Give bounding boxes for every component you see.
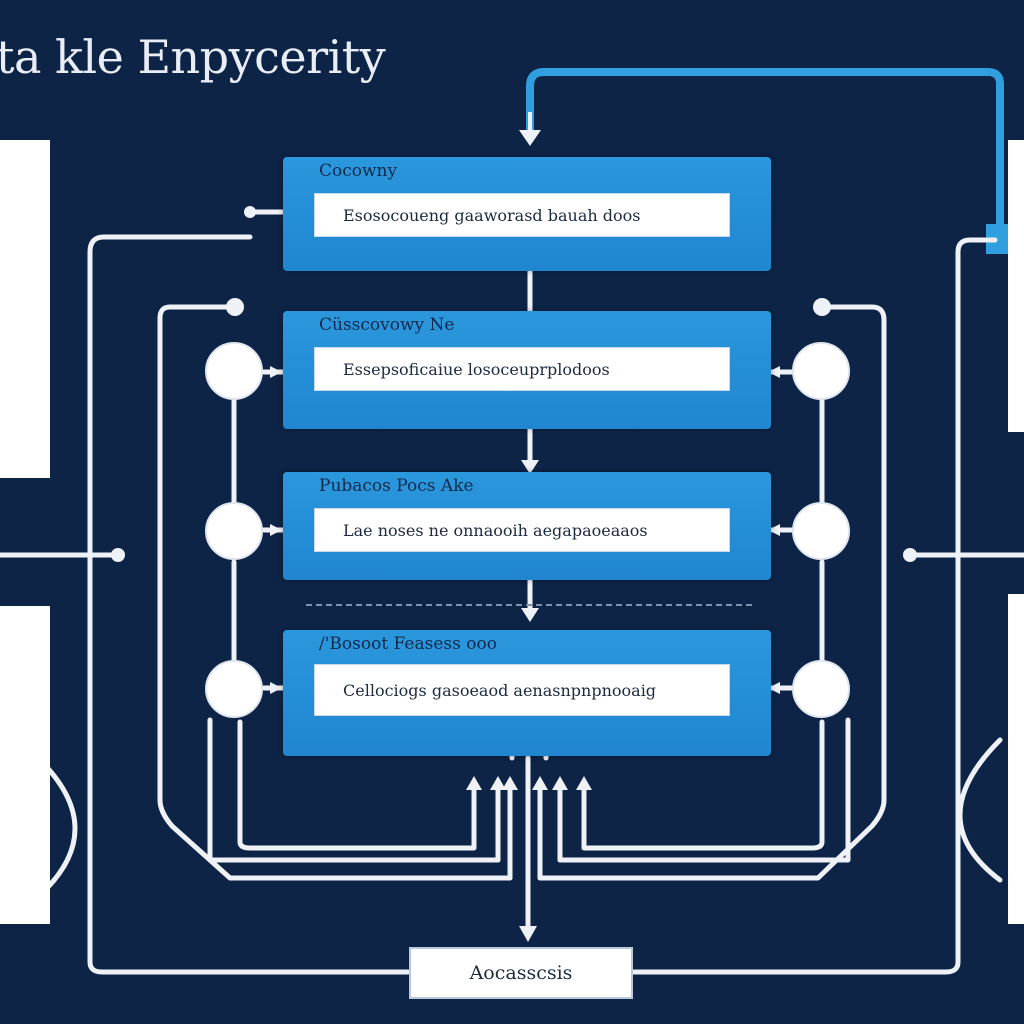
stage-header: Cüsscovowy Ne	[319, 315, 455, 335]
right-inner-bus	[537, 304, 887, 881]
output-box: Aocasscsis	[409, 947, 633, 999]
stage-block-1: Cocowny Esosocoueng gaaworasd bauah doos	[283, 157, 771, 271]
feedback-arrow-head	[519, 130, 541, 146]
right-node-2	[792, 502, 850, 560]
right-panel-top	[1008, 140, 1024, 432]
feedback-loop-line	[526, 68, 1004, 240]
right-panel-bottom	[1008, 594, 1024, 924]
stage-field: Esosocoueng gaaworasd bauah doos	[314, 193, 730, 237]
stage-header: Cocowny	[319, 161, 398, 181]
left-node-3	[205, 660, 263, 718]
left-inner-bus	[157, 304, 513, 881]
diagram-title: ta kle Enpycerity	[0, 30, 386, 84]
right-bulge-wire	[957, 737, 1003, 883]
right-outer-wire	[630, 237, 998, 975]
stage-divider	[306, 604, 752, 606]
stage-header: /'Bosoot Feasess ooo	[319, 634, 497, 654]
stage-header: Pubacos Pocs Ake	[319, 476, 474, 496]
arrow-down-1	[521, 460, 539, 474]
right-node-1	[792, 342, 850, 400]
stage-field: Cellociogs gasoeaod aenasnpnpnooaig	[314, 664, 730, 716]
stage-block-4: /'Bosoot Feasess ooo Cellociogs gasoeaod…	[283, 630, 771, 756]
stage-field: Lae noses ne onnaooih aegapaoeaaos	[314, 508, 730, 552]
stage-field: Essepsoficaiue losoceuprplodoos	[314, 347, 730, 391]
stage-block-2: Cüsscovowy Ne Essepsoficaiue losoceuprpl…	[283, 311, 771, 429]
left-panel-top	[0, 140, 50, 478]
stage-block-3: Pubacos Pocs Ake Lae noses ne onnaooih a…	[283, 472, 771, 580]
left-outer-wire	[87, 234, 411, 975]
left-node-1	[205, 342, 263, 400]
left-panel-bottom	[0, 606, 50, 924]
right-node-3	[792, 660, 850, 718]
arrow-down-2	[521, 608, 539, 622]
left-bulge-wire	[37, 757, 78, 898]
arrow-down-output	[519, 926, 537, 942]
left-node-2	[205, 502, 263, 560]
